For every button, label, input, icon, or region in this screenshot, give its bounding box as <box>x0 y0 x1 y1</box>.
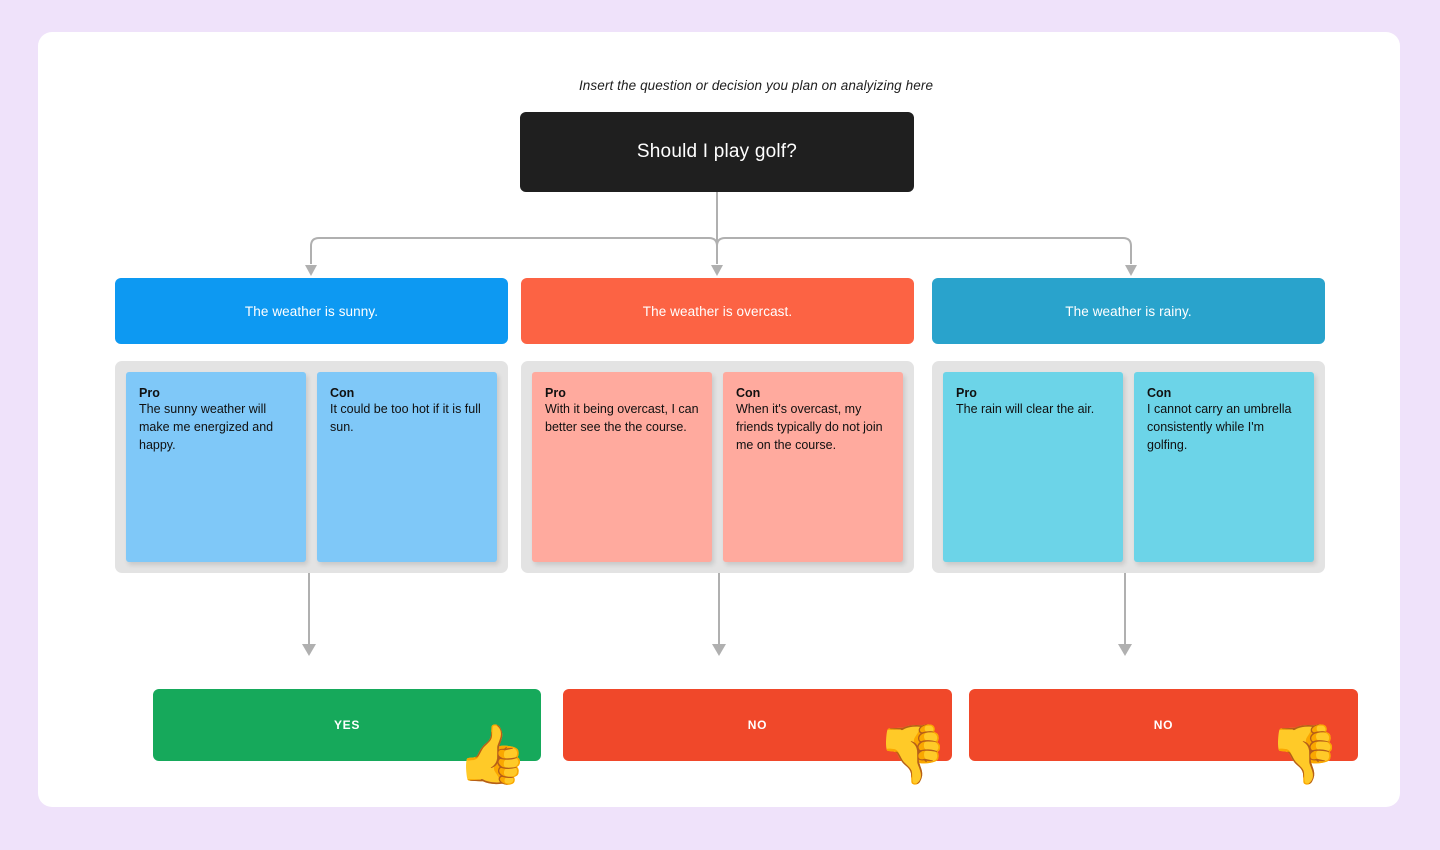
result-label: NO <box>747 718 768 732</box>
thumbs-down-icon: 👎 <box>876 722 949 787</box>
con-card-text: I cannot carry an umbrella consistently … <box>1147 402 1292 452</box>
branch-header-label: The weather is rainy. <box>1065 303 1192 319</box>
con-card-text: When it's overcast, my friends typically… <box>736 402 883 452</box>
pro-card-title: Pro <box>545 386 566 400</box>
procon-group-rainy: Pro The rain will clear the air. Con I c… <box>932 361 1325 573</box>
arrowhead-sunny <box>305 265 317 276</box>
result-bar-rainy[interactable]: NO <box>969 689 1358 761</box>
con-card-rainy[interactable]: Con I cannot carry an umbrella consisten… <box>1134 372 1314 562</box>
branch-column-rainy: The weather is rainy. Pro The rain will … <box>932 278 1325 573</box>
con-card-title: Con <box>330 386 355 400</box>
pro-card-title: Pro <box>956 386 977 400</box>
arrowhead-overcast <box>711 265 723 276</box>
branch-header-label: The weather is sunny. <box>244 303 379 319</box>
result-bar-sunny[interactable]: YES <box>153 689 541 761</box>
pro-card-text: The sunny weather will make me energized… <box>139 402 274 452</box>
diagram-canvas: Insert the question or decision you plan… <box>38 32 1400 807</box>
con-card-overcast[interactable]: Con When it's overcast, my friends typic… <box>723 372 903 562</box>
branch-header-rainy[interactable]: The weather is rainy. <box>932 278 1325 344</box>
branch-header-overcast[interactable]: The weather is overcast. <box>521 278 914 344</box>
procon-group-sunny: Pro The sunny weather will make me energ… <box>115 361 508 573</box>
branch-column-sunny: The weather is sunny. Pro The sunny weat… <box>115 278 508 573</box>
thumbs-up-icon: 👍 <box>456 722 529 787</box>
arrowhead-result-rainy <box>1118 644 1132 656</box>
root-decision-node[interactable]: Should I play golf? <box>520 112 914 192</box>
pro-card-overcast[interactable]: Pro With it being overcast, I can better… <box>532 372 712 562</box>
procon-group-overcast: Pro With it being overcast, I can better… <box>521 361 914 573</box>
root-branch-connector <box>302 192 1137 656</box>
arrowhead-result-sunny <box>302 644 316 656</box>
con-card-title: Con <box>1147 386 1172 400</box>
con-card-title: Con <box>736 386 761 400</box>
pro-card-sunny[interactable]: Pro The sunny weather will make me energ… <box>126 372 306 562</box>
con-card-text: It could be too hot if it is full sun. <box>330 402 481 434</box>
result-label: YES <box>333 718 361 732</box>
branch-header-sunny[interactable]: The weather is sunny. <box>115 278 508 344</box>
arrowhead-result-overcast <box>712 644 726 656</box>
thumbs-down-icon: 👎 <box>1268 722 1341 787</box>
branch-header-label: The weather is overcast. <box>642 303 793 319</box>
result-label: NO <box>1153 718 1174 732</box>
result-bar-overcast[interactable]: NO <box>563 689 952 761</box>
pro-card-text: With it being overcast, I can better see… <box>545 402 699 434</box>
diagram-caption: Insert the question or decision you plan… <box>578 78 934 93</box>
pro-card-text: The rain will clear the air. <box>956 402 1095 416</box>
branch-column-overcast: The weather is overcast. Pro With it bei… <box>521 278 914 573</box>
con-card-sunny[interactable]: Con It could be too hot if it is full su… <box>317 372 497 562</box>
root-decision-label: Should I play golf? <box>636 141 798 162</box>
pro-card-title: Pro <box>139 386 160 400</box>
arrowhead-rainy <box>1125 265 1137 276</box>
pro-card-rainy[interactable]: Pro The rain will clear the air. <box>943 372 1123 562</box>
